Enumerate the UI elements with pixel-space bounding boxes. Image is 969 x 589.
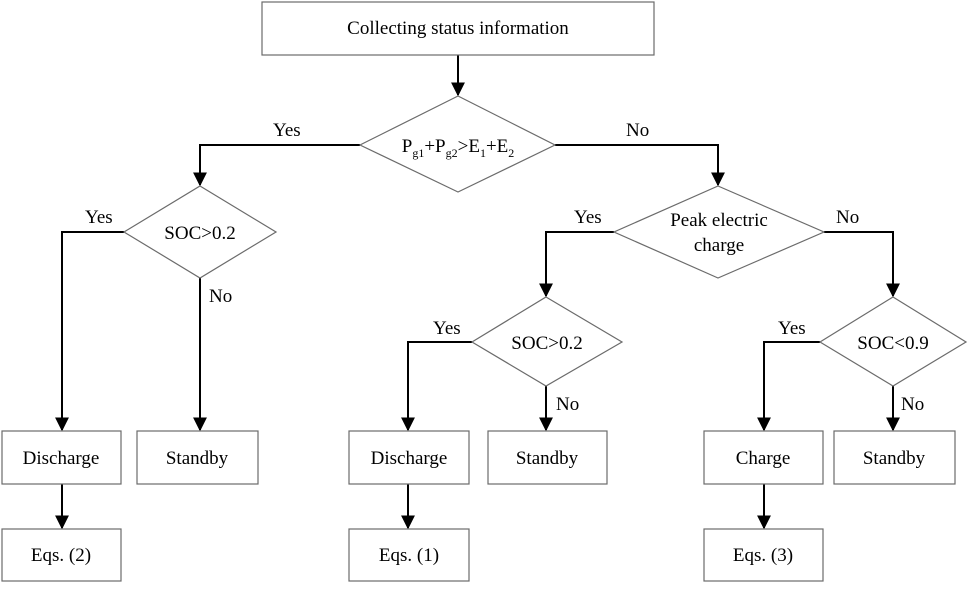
action-standby-mid: Standby [487, 430, 608, 485]
edge-label-peak-yes: Yes [574, 207, 602, 228]
decision-main-label: Pg1+Pg2>E1+E2 [402, 136, 515, 160]
edge-label-soc-right-yes: Yes [778, 318, 806, 339]
decision-soc-mid-label: SOC>0.2 [511, 333, 582, 354]
arrow-peak-no [824, 231, 900, 298]
action-standby-left-label: Standby [166, 448, 229, 469]
action-discharge-left: Discharge [1, 430, 122, 485]
decision-peak-line1: Peak electric [670, 210, 768, 231]
arrow-soc-right-yes [757, 341, 820, 432]
start-label: Collecting status information [347, 18, 569, 39]
equation-left-label: Eqs. (2) [31, 545, 91, 566]
edge-label-main-no: No [626, 120, 649, 141]
arrow-soc-mid-yes [401, 341, 472, 432]
equation-left: Eqs. (2) [1, 528, 122, 582]
action-discharge-mid: Discharge [348, 430, 470, 485]
arrow-peak-yes [539, 231, 614, 298]
edge-label-soc-left-yes: Yes [85, 207, 113, 228]
edge-label-soc-mid-no: No [556, 394, 579, 415]
arrow-main-yes [193, 144, 360, 187]
arrow-main-no [555, 144, 725, 187]
edge-label-peak-no: No [836, 207, 859, 228]
action-discharge-mid-label: Discharge [371, 448, 448, 469]
edge-label-soc-mid-yes: Yes [433, 318, 461, 339]
decision-soc-left: SOC>0.2 [122, 185, 278, 279]
edge-labels: Yes No Yes No Yes No Yes No Yes No [85, 120, 924, 415]
start-box: Collecting status information [261, 1, 655, 56]
decision-peak-line2: charge [694, 235, 744, 256]
decision-soc-right: SOC<0.9 [818, 296, 968, 387]
connectors [55, 55, 900, 530]
edge-label-soc-left-no: No [209, 286, 232, 307]
decision-soc-mid: SOC>0.2 [470, 296, 624, 387]
decision-soc-left-label: SOC>0.2 [164, 223, 235, 244]
decision-soc-right-label: SOC<0.9 [857, 333, 928, 354]
action-standby-right-label: Standby [863, 448, 926, 469]
action-charge-right: Charge [703, 430, 824, 485]
decision-peak: Peak electric charge [612, 185, 826, 279]
action-discharge-left-label: Discharge [23, 448, 100, 469]
equation-right-label: Eqs. (3) [733, 545, 793, 566]
arrow-soc-left-yes [55, 231, 124, 432]
decision-main: Pg1+Pg2>E1+E2 [358, 95, 557, 193]
equation-right: Eqs. (3) [703, 528, 824, 582]
action-standby-right: Standby [833, 430, 956, 485]
action-standby-left: Standby [136, 430, 259, 485]
equation-mid: Eqs. (1) [348, 528, 470, 582]
action-standby-mid-label: Standby [516, 448, 579, 469]
edge-label-main-yes: Yes [273, 120, 301, 141]
action-charge-right-label: Charge [736, 448, 791, 469]
edge-label-soc-right-no: No [901, 394, 924, 415]
equation-mid-label: Eqs. (1) [379, 545, 439, 566]
